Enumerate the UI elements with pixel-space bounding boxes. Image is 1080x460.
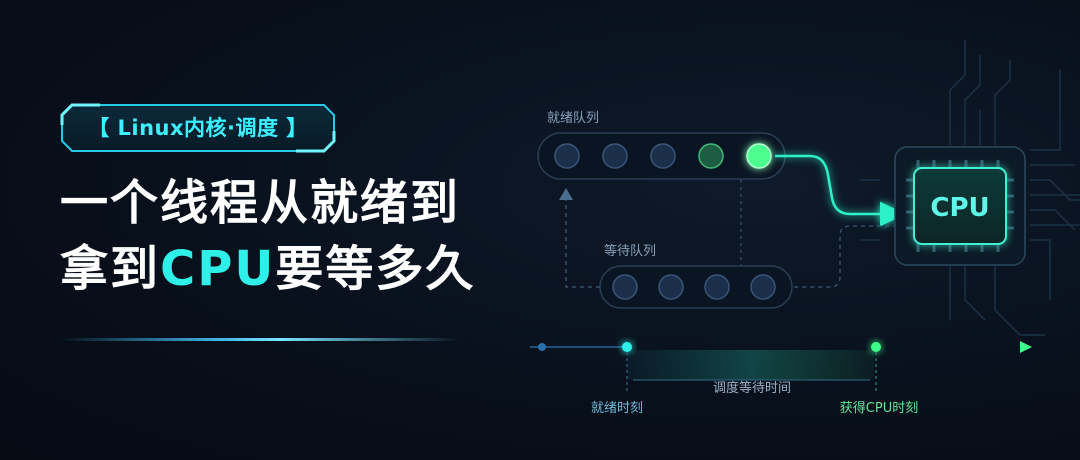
wait-queue-label: 等待队列	[604, 243, 656, 259]
tag-frame	[60, 103, 336, 153]
wait-interval-band	[628, 350, 874, 380]
acquire-time-marker	[871, 342, 881, 352]
wait-queue-slots	[612, 274, 776, 300]
wake-up-arrowhead	[559, 188, 573, 200]
timeline: 调度等待时间 就绪时刻 获得CPU时刻	[530, 341, 1032, 416]
wake-up-loop	[565, 196, 600, 288]
timeline-arrowhead	[1020, 341, 1032, 353]
cpu-chip: CPU	[894, 146, 1026, 266]
title-line-1: 一个线程从就绪到	[60, 175, 461, 231]
title-line-2: 拿到CPU要等多久	[60, 236, 520, 302]
wait-slot-3	[704, 274, 730, 300]
dispatch-arrow	[775, 154, 905, 227]
category-tag: 【 Linux内核·调度 】	[60, 103, 336, 153]
title-line-2-suffix: 要等多久	[275, 241, 476, 297]
wait-interval-label: 调度等待时间	[713, 380, 791, 396]
ready-slot-2	[602, 143, 628, 169]
ready-queue-label: 就绪队列	[547, 111, 599, 126]
acquire-time-label: 获得CPU时刻	[840, 400, 918, 416]
cpu-pins	[906, 160, 1014, 252]
ready-slot-head-thread	[746, 143, 772, 169]
circuit-traces	[860, 40, 1080, 336]
headline-panel: 【 Linux内核·调度 】 一个线程从就绪到 拿到CPU要等多久	[0, 0, 520, 460]
page-title: 一个线程从就绪到 拿到CPU要等多久	[60, 170, 520, 302]
cpu-die	[913, 167, 1007, 245]
cpu-label: CPU	[930, 193, 989, 223]
wait-slot-1	[612, 274, 638, 300]
title-highlight-cpu: CPU	[160, 241, 276, 297]
block-return-line	[792, 225, 905, 288]
ready-slot-4	[698, 143, 724, 169]
ready-slot-1	[554, 143, 580, 169]
title-line-2-prefix: 拿到	[60, 241, 161, 297]
ready-queue-slots	[554, 143, 772, 169]
wait-slot-4	[750, 274, 776, 300]
ready-time-marker	[622, 342, 632, 352]
wait-slot-2	[658, 274, 684, 300]
timeline-origin-dot	[538, 343, 546, 351]
tag-label: 【 Linux内核·调度 】	[88, 116, 308, 140]
ready-slot-3	[650, 143, 676, 169]
ready-time-label: 就绪时刻	[591, 401, 643, 416]
title-underline-glow	[60, 338, 460, 341]
